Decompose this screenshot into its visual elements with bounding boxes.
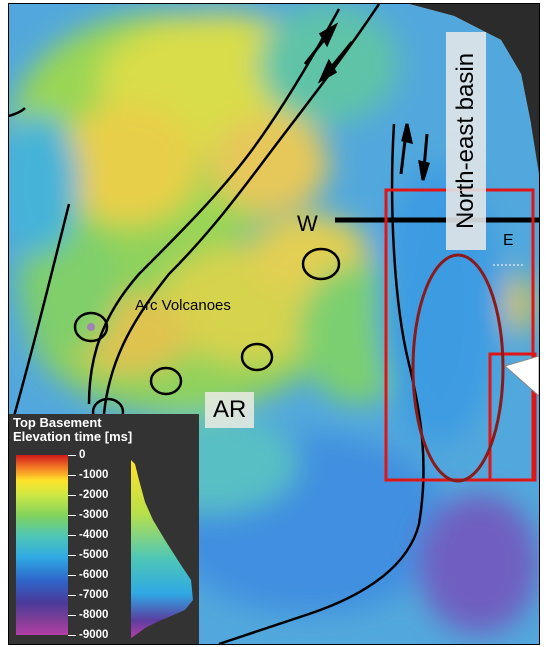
legend-tick-mark [68, 495, 76, 496]
map-border-dark [409, 4, 539, 644]
legend-tick-mark [68, 535, 76, 536]
legend-title: Top Basement Elevation time [ms] [13, 415, 133, 444]
legend-tick-mark [68, 475, 76, 476]
basin-ellipse [411, 253, 505, 483]
west-label: W [297, 211, 318, 236]
legend-tick-mark [68, 615, 76, 616]
arc-volcanoes-label: Arc Volcanoes [135, 297, 231, 314]
legend-tick-mark [68, 635, 76, 636]
legend-tick-label: -6000 [79, 569, 109, 581]
legend-tick-label: -3000 [79, 509, 109, 521]
elevation-legend: Top Basement Elevation time [ms] 0 -1000 -… [9, 414, 199, 644]
legend-tick-label: -9000 [79, 629, 109, 641]
legend-tick-label: -8000 [79, 609, 109, 621]
legend-tick-mark [68, 595, 76, 596]
basin-label: North-east basin [452, 52, 479, 230]
east-label: E [503, 232, 514, 249]
map-frame: North-east basin W E Arc Volcanoes AR To… [8, 3, 540, 645]
legend-tick-mark [68, 455, 76, 456]
legend-tick-mark [68, 575, 76, 576]
legend-tick-label: -2000 [79, 489, 109, 501]
volcano-circles [73, 247, 341, 427]
basin-label-box [446, 32, 486, 250]
legend-tick-mark [68, 515, 76, 516]
legend-tick-label: -7000 [79, 589, 109, 601]
legend-tick-label: -4000 [79, 529, 109, 541]
ar-label: AR [205, 392, 255, 428]
legend-color-bar [16, 455, 68, 635]
legend-tick-mark [68, 555, 76, 556]
arrow-pointer-icon [503, 355, 539, 397]
legend-histogram [131, 460, 193, 638]
legend-tick-label: -5000 [79, 549, 109, 561]
legend-tick-label: -1000 [79, 469, 109, 481]
legend-tick-label: 0 [79, 449, 86, 461]
shear-arrows [303, 22, 430, 181]
